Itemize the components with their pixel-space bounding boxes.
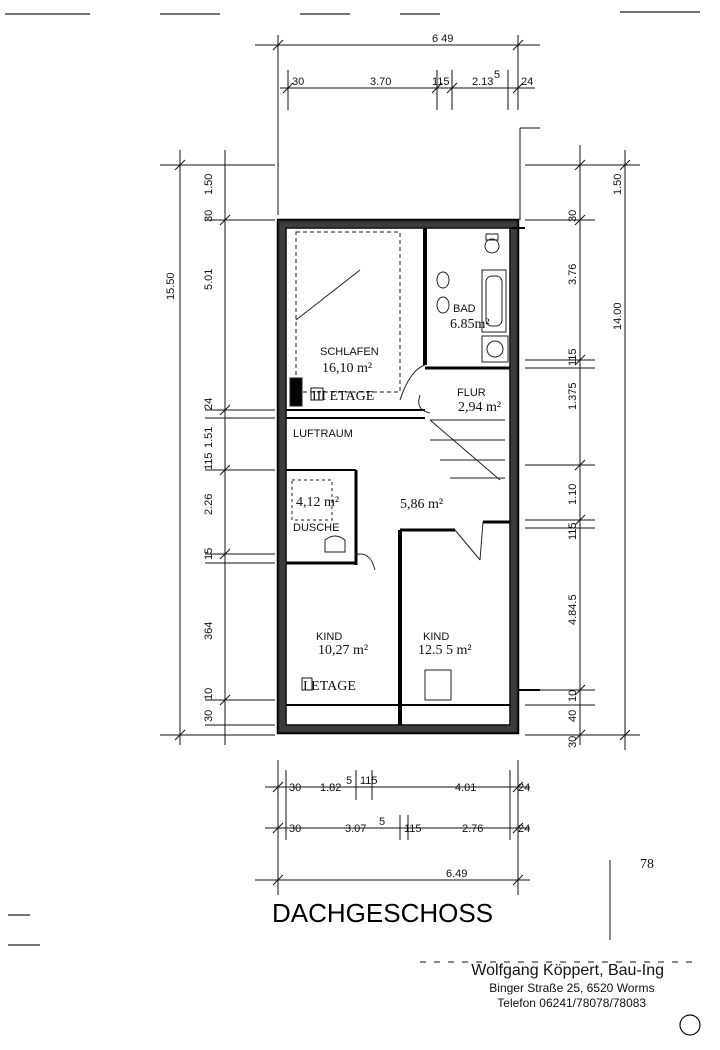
drawing-title: DACHGESCHOSS [272,898,493,928]
right-inner-dim-5: 1.10 [567,484,579,505]
bottom-row1-dim-6: 24 [518,782,530,794]
architect-name: Wolfgang Köppert, Bau-Ing [471,962,664,979]
bottom-row2-dim-1: 30 [289,823,301,835]
top-dimension-lines [255,35,540,215]
top-dim-4: 2.13 [472,76,493,88]
fixtures [289,231,509,701]
bottom-row2-dim-3: 5 [379,816,385,828]
right-inner-dim-10: 30 [567,736,579,748]
bottom-dimension-lines [255,760,530,895]
room-bad-area: 6.85m² [450,317,490,332]
left-inner-dim-10: 30 [203,710,215,722]
right-outer-dim-1: 1.50 [612,174,624,195]
room-dusche-name: DUSCHE [293,522,339,534]
bottom-row1-dim-2: 1.82 [320,782,341,794]
right-inner-dim-4: 1.375 [567,382,579,410]
right-outer-dim-2: 14.00 [612,302,624,330]
left-inner-dim-4: 1.51 [203,427,215,448]
architect-stamp: Wolfgang Köppert, Bau-Ing Binger Straße … [471,962,664,1010]
room-flur-name: FLUR [457,387,486,399]
left-inner-dim-9: 10 [203,688,215,700]
left-inner-dim-5: 115 [203,452,215,470]
top-dim-1: 30 [292,76,304,88]
room-flur-area: 2,94 m² [458,400,501,415]
bottom-row2-dim-2: 3.07 [345,823,366,835]
top-dim-3: 115 [432,76,450,88]
room-schlafen-name: SCHLAFEN [320,346,379,358]
room-schlafen-area: 16,10 m² [322,361,372,376]
top-dim-2: 3.70 [370,76,391,88]
top-total-dim: 6 49 [432,33,453,45]
right-inner-dim-8: 10 [567,690,579,702]
left-outer-dim-2: 15.50 [165,272,177,300]
right-inner-dim-1: 30 [567,210,579,222]
room-kind1-name: KIND [316,631,342,643]
room-dusche-area: 4,12 m² [296,495,339,510]
bottom-total-dim: 6.49 [446,868,467,880]
left-inner-dim-1: 30 [203,210,215,222]
page-number: 78 [640,857,654,872]
room-bad-name: BAD [453,303,476,315]
bottom-row2-dim-6: 24 [518,823,530,835]
note-upper-etage: III ETAGE [312,389,374,404]
bottom-row1-dim-1: 30 [289,782,301,794]
right-inner-dim-9: 40 [567,710,579,722]
walls [276,218,540,735]
bottom-row2-dim-4: 115 [404,823,422,835]
top-dim-5: 5 [494,69,500,81]
right-inner-dim-7: 4.84.5 [567,594,579,625]
bottom-row2-dim-5: 2.76 [462,823,483,835]
room-kind2-area: 12.5 5 m² [418,643,472,658]
left-inner-dim-6: 2.26 [203,494,215,515]
left-inner-dim-3: 24 [203,398,215,410]
architect-address: Binger Straße 25, 6520 Worms [489,981,655,995]
left-inner-dim-7: 15 [203,548,215,560]
room-hall-area: 5,86 m² [400,497,443,512]
top-dim-6: 24 [521,76,533,88]
room-kind2-name: KIND [423,631,449,643]
left-inner-dim-2: 5.01 [203,269,215,290]
room-kind1-area: 10,27 m² [318,643,368,658]
right-inner-dim-2: 3.76 [567,264,579,285]
right-inner-dim-3: 115 [567,348,579,366]
left-outer-dim-1: 1.50 [203,174,215,195]
bottom-row1-dim-5: 4.01 [455,782,476,794]
left-inner-dim-8: 364 [203,622,215,640]
bottom-row1-dim-3: 5 [346,775,352,787]
left-dimension-lines [160,150,275,745]
scan-marks [5,11,700,946]
bottom-row1-dim-4: 115 [360,775,378,787]
room-luftraum-name: LUFTRAUM [293,428,353,440]
architect-phone: Telefon 06241/78078/78083 [497,996,647,1010]
note-lower-etage: I ETAGE [303,679,356,694]
right-inner-dim-6: 115 [567,522,579,540]
right-dimension-lines [519,127,640,750]
